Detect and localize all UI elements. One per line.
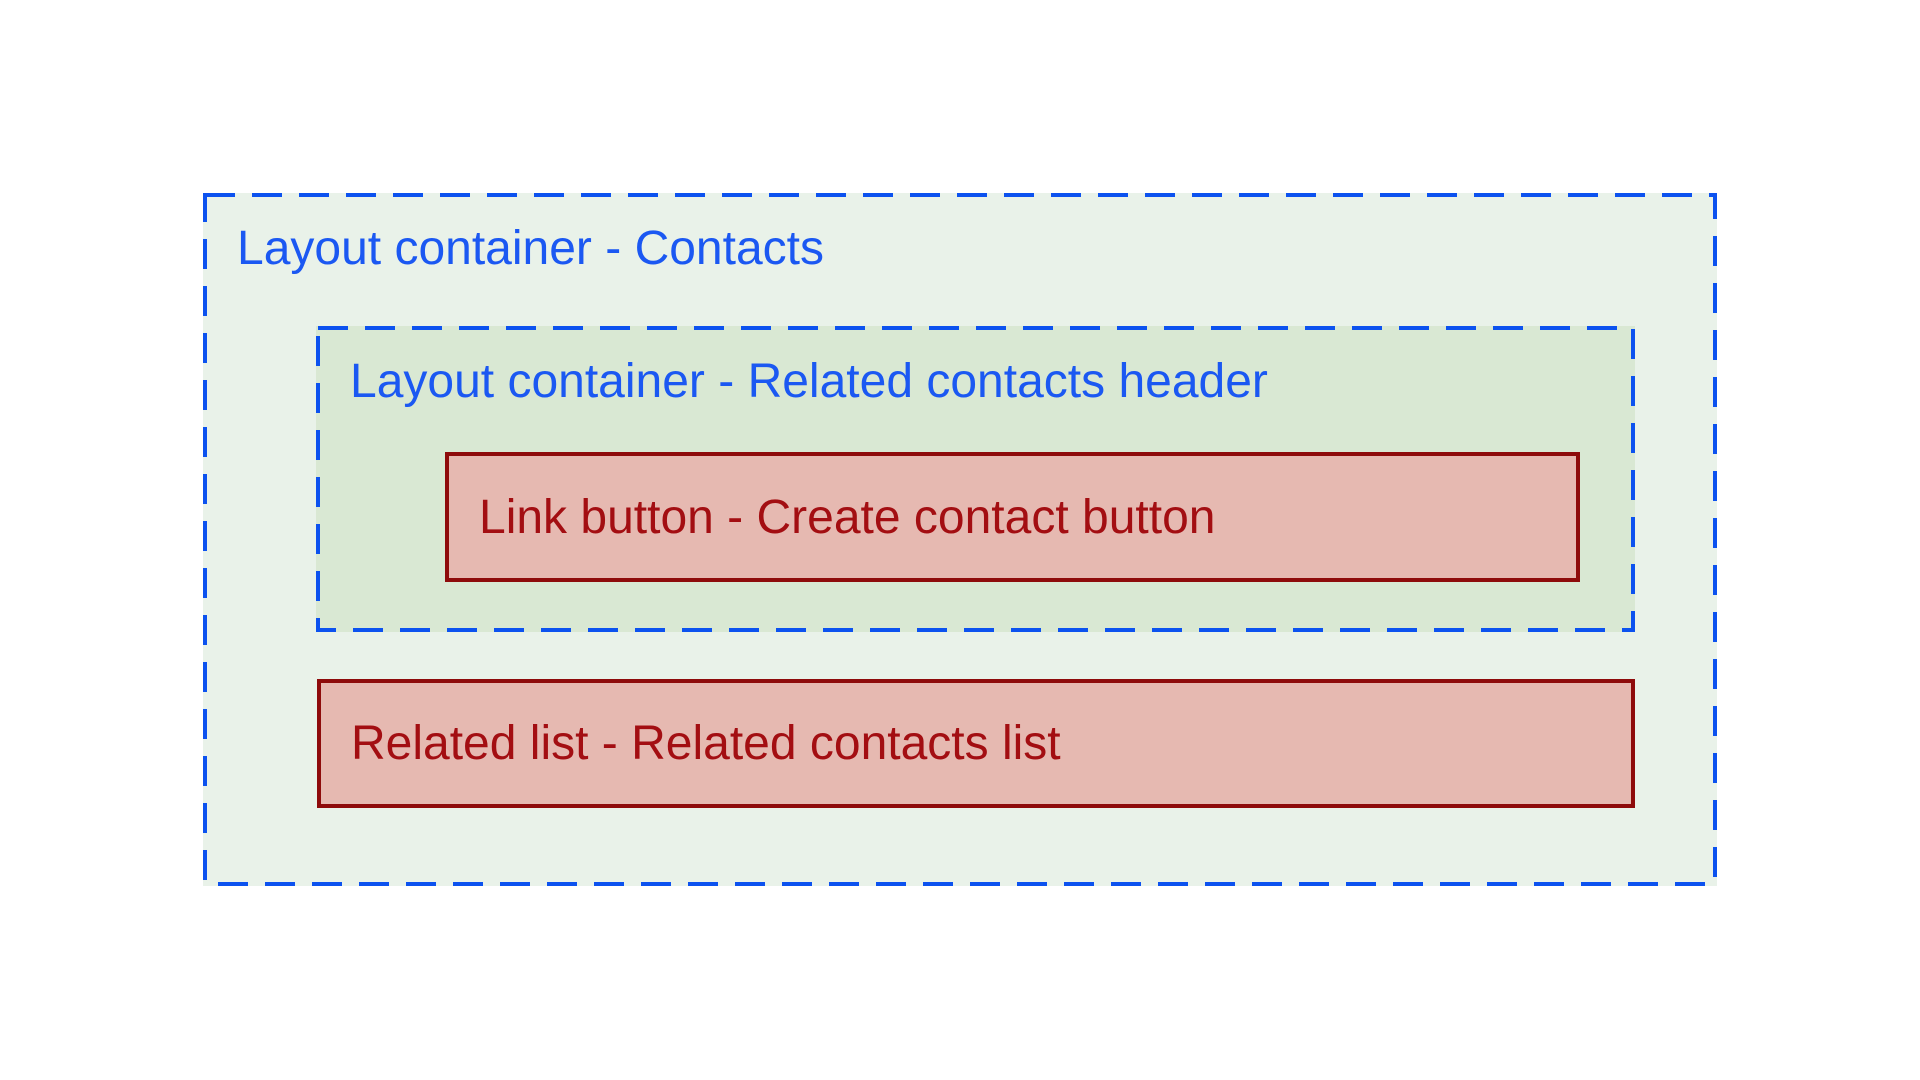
- layout-container-contacts: Layout container - Contacts Layout conta…: [203, 193, 1717, 886]
- related-contacts-list[interactable]: Related list - Related contacts list: [317, 679, 1635, 808]
- layout-container-related-contacts-header: Layout container - Related contacts head…: [316, 326, 1635, 632]
- layout-container-related-contacts-header-label: Layout container - Related contacts head…: [350, 355, 1268, 408]
- layout-container-contacts-label: Layout container - Contacts: [237, 222, 824, 275]
- create-contact-link-button[interactable]: Link button - Create contact button: [445, 452, 1580, 582]
